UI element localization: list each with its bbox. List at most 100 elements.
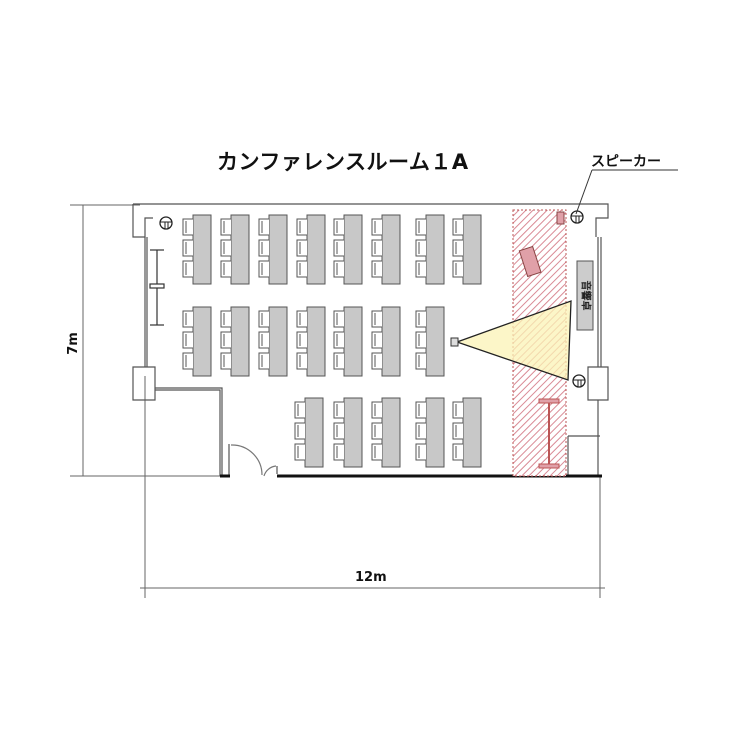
chair	[415, 218, 426, 236]
desk-group	[258, 306, 288, 377]
chair	[182, 310, 193, 328]
chair	[220, 260, 231, 278]
chair	[452, 260, 463, 278]
desk-group	[415, 214, 445, 285]
chair	[296, 218, 307, 236]
chair	[415, 401, 426, 419]
desk	[381, 397, 401, 468]
desk	[192, 306, 212, 377]
chair	[415, 443, 426, 461]
chair	[220, 331, 231, 349]
chair	[371, 260, 382, 278]
desk	[381, 306, 401, 377]
chair	[258, 310, 269, 328]
chair	[220, 218, 231, 236]
chair	[415, 260, 426, 278]
chair	[333, 352, 344, 370]
chair	[415, 310, 426, 328]
chair	[333, 331, 344, 349]
chair	[415, 352, 426, 370]
door-swing	[230, 444, 263, 476]
chair	[258, 260, 269, 278]
chair	[371, 443, 382, 461]
speaker-leader-line	[575, 169, 593, 215]
desk	[192, 214, 212, 285]
whiteboard-rail	[149, 249, 165, 326]
chair	[371, 331, 382, 349]
desk-group	[294, 397, 324, 468]
desk	[230, 306, 250, 377]
chair	[333, 239, 344, 257]
speaker-stand	[556, 211, 565, 225]
chair	[415, 331, 426, 349]
desk	[230, 214, 250, 285]
dimension-lines	[70, 204, 605, 598]
speaker-label: スピーカー	[591, 154, 661, 170]
desk	[343, 214, 363, 285]
room-walls	[132, 203, 609, 477]
chair	[371, 310, 382, 328]
projector	[450, 337, 459, 347]
page-title: カンファレンスルーム１A	[217, 150, 469, 174]
desk-group	[333, 397, 363, 468]
desk	[306, 214, 326, 285]
chair	[182, 239, 193, 257]
chair	[371, 422, 382, 440]
chair	[296, 331, 307, 349]
chair	[333, 422, 344, 440]
chair	[296, 352, 307, 370]
desk-group	[296, 306, 326, 377]
chair	[371, 401, 382, 419]
desk	[343, 306, 363, 377]
desk	[304, 397, 324, 468]
screen-stand	[538, 398, 560, 469]
podium	[518, 245, 542, 278]
chair	[220, 239, 231, 257]
desk-group	[182, 306, 212, 377]
chair	[296, 260, 307, 278]
chair	[182, 331, 193, 349]
desk-group	[333, 214, 363, 285]
desk	[462, 214, 482, 285]
audio-desk-label: 音響卓	[579, 280, 591, 311]
chair	[333, 218, 344, 236]
desk	[343, 397, 363, 468]
chair	[371, 352, 382, 370]
seating	[182, 214, 482, 468]
chair	[294, 443, 305, 461]
width-dimension-label: 12m	[355, 570, 387, 585]
chair	[333, 260, 344, 278]
chair	[258, 239, 269, 257]
chair	[452, 401, 463, 419]
chair	[415, 239, 426, 257]
chair	[258, 331, 269, 349]
desk-group	[415, 397, 445, 468]
desk-group	[371, 214, 401, 285]
chair	[452, 239, 463, 257]
desk-group	[220, 214, 250, 285]
desk	[268, 306, 288, 377]
speaker-icon	[570, 210, 584, 224]
chair	[333, 401, 344, 419]
desk-group	[182, 214, 212, 285]
desk	[381, 214, 401, 285]
speaker-icon	[159, 216, 173, 230]
speaker-icon	[572, 374, 586, 388]
height-dimension-label: 7m	[65, 332, 81, 355]
desk	[268, 214, 288, 285]
desk-group	[296, 214, 326, 285]
chair	[182, 352, 193, 370]
desk-group	[415, 306, 445, 377]
desk	[425, 214, 445, 285]
chair	[333, 310, 344, 328]
desk-group	[452, 397, 482, 468]
chair	[296, 239, 307, 257]
chair	[294, 422, 305, 440]
desk-group	[258, 214, 288, 285]
desk-group	[452, 214, 482, 285]
desk-group	[371, 397, 401, 468]
desk	[306, 306, 326, 377]
desk-group	[371, 306, 401, 377]
chair	[220, 352, 231, 370]
